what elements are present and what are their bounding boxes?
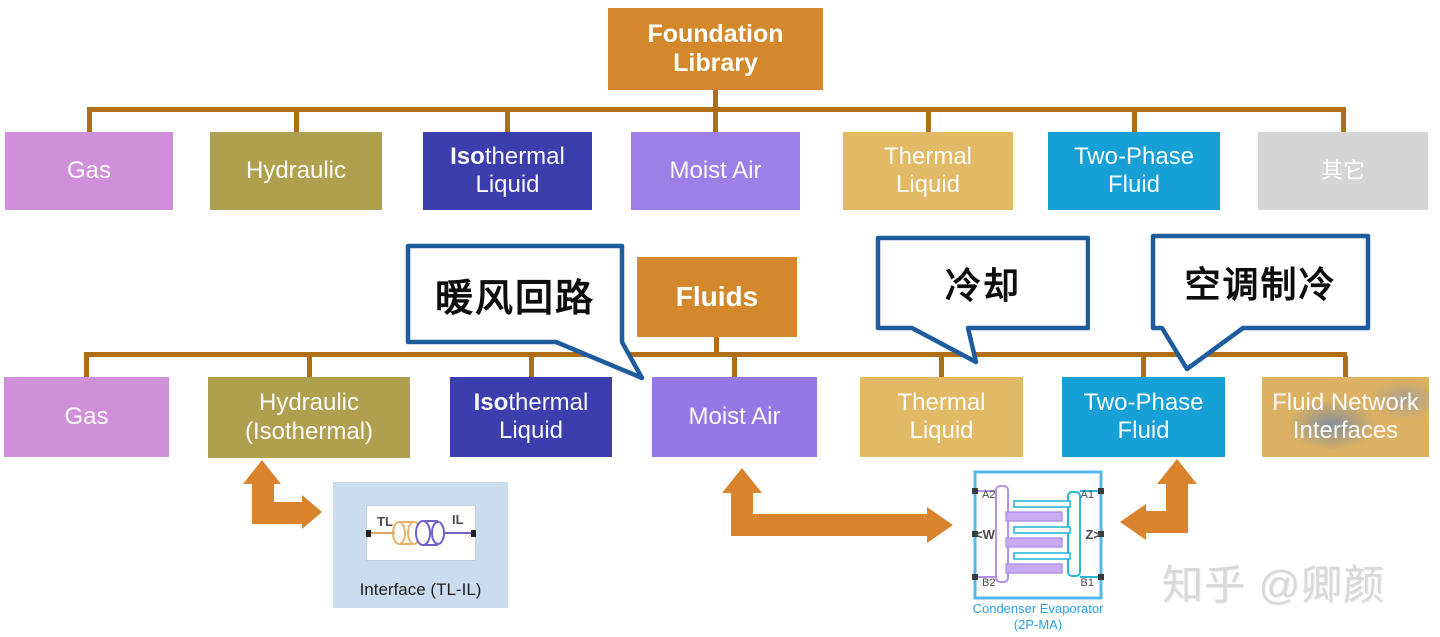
port-label-b1: B1 — [1081, 577, 1094, 589]
connector-row1-stub — [713, 111, 718, 132]
connector-row2-stub — [1343, 356, 1348, 377]
connector-row1-stub — [87, 111, 92, 132]
condenser-evaporator-block-icon: A2 A1 <W Z> B2 B1 — [972, 470, 1104, 600]
arrow-moist-air-up-head — [722, 468, 762, 493]
node-moist-air-top: Moist Air — [631, 132, 800, 210]
node-isothermal-liquid-bottom: Isothermal Liquid — [450, 377, 612, 457]
arrow-two-phase-horizontal-shaft — [1146, 511, 1188, 533]
condenser-caption-line2: (2P-MA) — [1013, 617, 1063, 633]
port-label-z: Z> — [1085, 527, 1101, 542]
arrow-two-phase-up-head — [1157, 459, 1197, 484]
connector-root-stub — [713, 90, 718, 108]
arrow-hydraulic-right-head — [302, 495, 322, 529]
label-bold-part: Iso — [450, 142, 485, 170]
callout-bubble-cooling — [875, 235, 1090, 365]
connector-row1-stub — [1132, 111, 1137, 132]
arrow-moist-air-horizontal-shaft — [731, 514, 927, 536]
callout-bubble-heater-loop — [405, 243, 645, 381]
connector-row2-stub — [529, 356, 534, 377]
tl-port-label: TL — [377, 514, 393, 529]
label-rest-part: thermal Liquid — [475, 142, 565, 198]
node-fluid-network-interfaces: Fluid Network Interfaces — [1262, 377, 1429, 457]
port-square-left — [366, 530, 371, 537]
connector-row2-stub — [1141, 356, 1146, 377]
port-square-right — [471, 530, 476, 537]
condenser-caption-line1: Condenser Evaporator — [972, 601, 1104, 616]
connector-row2-stub — [84, 356, 89, 377]
port-label-a2: A2 — [982, 489, 995, 501]
connector-row2-stub — [307, 356, 312, 377]
interface-block-caption: Interface (TL-IL) — [359, 580, 482, 599]
connector-row2-hline — [84, 352, 1347, 357]
node-label: Isothermal Liquid — [450, 143, 565, 200]
callout-text-cooling: 冷却 — [944, 265, 1021, 306]
port-label-a1: A1 — [1081, 489, 1094, 501]
connector-row1-stub — [505, 111, 510, 132]
node-hydraulic-top: Hydraulic — [210, 132, 382, 210]
callout-bubble-ac-refrigeration — [1150, 233, 1371, 372]
node-gas-top: Gas — [5, 132, 173, 210]
node-foundation-library: Foundation Library — [608, 8, 823, 90]
callout-text-heater-loop: 暖风回路 — [434, 277, 595, 320]
node-moist-air-bottom: Moist Air — [652, 377, 817, 457]
node-hydraulic-isothermal-bottom: Hydraulic (Isothermal) — [208, 377, 410, 458]
node-gas-bottom: Gas — [4, 377, 169, 457]
node-isothermal-liquid-top: Isothermal Liquid — [423, 132, 592, 210]
heat-exchanger-icon — [978, 485, 1098, 583]
node-other-top: 其它 — [1258, 132, 1428, 210]
interface-block-panel: TL IL Interface (TL-IL) — [333, 482, 508, 608]
node-fluids: Fluids — [637, 257, 797, 337]
condenser-ports — [972, 488, 1104, 580]
connector-row1-stub — [926, 111, 931, 132]
label-rest-part: thermal Liquid — [498, 388, 589, 444]
watermark: 知乎 @卿颜 — [1162, 562, 1386, 608]
callout-text-ac-refrigeration: 空调制冷 — [1184, 264, 1337, 305]
connector-row1-hline — [87, 107, 1346, 112]
connector-row1-stub — [294, 111, 299, 132]
arrow-hydraulic-up-head — [243, 460, 281, 484]
connector-fluids-stub — [714, 337, 719, 353]
node-thermal-liquid-bottom: Thermal Liquid — [860, 377, 1023, 457]
condenser-evaporator-caption: Condenser Evaporator (2P-MA) — [938, 601, 1138, 634]
node-label: Isothermal Liquid — [474, 389, 589, 446]
port-label-b2: B2 — [982, 577, 995, 589]
label-bold-part: Iso — [473, 388, 509, 416]
connector-row1-stub — [1341, 111, 1346, 132]
port-label-w: <W — [975, 527, 996, 542]
arrow-moist-air-right-head — [927, 507, 953, 543]
arrow-hydraulic-horizontal-shaft — [252, 502, 302, 524]
node-thermal-liquid-top: Thermal Liquid — [843, 132, 1013, 210]
il-cylinder — [415, 520, 445, 546]
il-port-label: IL — [452, 512, 464, 527]
connector-row2-stub — [939, 356, 944, 377]
arrow-two-phase-left-head — [1120, 504, 1146, 540]
tl-il-cylinder-icon: TL IL — [366, 505, 476, 561]
connector-row2-stub — [732, 356, 737, 377]
node-two-phase-fluid-top: Two-Phase Fluid — [1048, 132, 1220, 210]
node-two-phase-fluid-bottom: Two-Phase Fluid — [1062, 377, 1225, 457]
